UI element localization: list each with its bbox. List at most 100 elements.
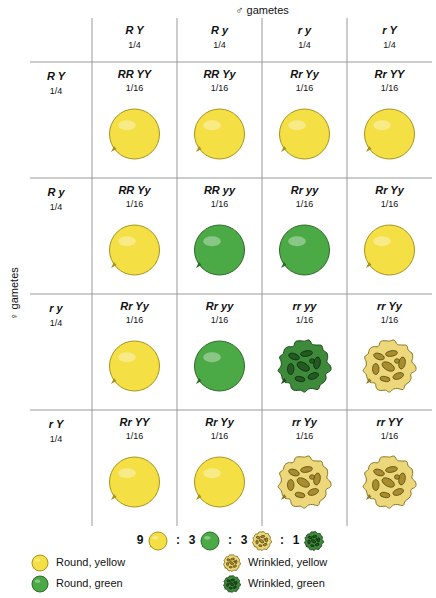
pea-wrinkle [260, 535, 265, 538]
genotype-fraction: 1/16 [381, 200, 399, 210]
genotype: Rr YY [375, 68, 405, 80]
pea-wrinkle [227, 579, 231, 582]
ratio-separator: : [228, 534, 232, 547]
pea-wrinkle [300, 466, 313, 474]
legend-swatch [222, 553, 244, 573]
pea-hilum [281, 146, 287, 152]
axis-title: ♂ gametes [235, 4, 289, 16]
pea-body [149, 532, 167, 550]
genotype-fraction: 1/16 [296, 316, 314, 326]
pea-wrinkle [229, 566, 232, 568]
pea-wrinkle [373, 364, 380, 375]
grid-line [30, 62, 432, 63]
pea-wrinkle [264, 538, 266, 540]
pea-wrinkle [227, 558, 231, 561]
pea-wrinkle [307, 487, 319, 496]
pea [363, 340, 416, 392]
pea-wrinkle [373, 480, 380, 491]
pea-wrinkle [234, 582, 236, 583]
pea-wrinkle [381, 360, 396, 373]
gamete-label: r y [298, 24, 311, 36]
pea [110, 457, 160, 507]
pea-body [278, 340, 331, 392]
pea [110, 109, 160, 159]
pea-highlight [118, 120, 136, 130]
genotype: rr Yy [377, 300, 402, 312]
grid-line [30, 410, 432, 411]
pea [224, 576, 241, 593]
genotype-fraction: 1/16 [126, 316, 144, 326]
grid-line [92, 18, 93, 526]
gamete-label: r y [49, 302, 62, 314]
pea-hilum [224, 567, 226, 569]
pea-wrinkle [234, 561, 236, 562]
pea-hilum [366, 262, 372, 268]
pea-hilum [150, 545, 152, 547]
genotype: Rr YY [120, 416, 150, 428]
pea-wrinkle [392, 371, 404, 380]
pea-wrinkle [310, 359, 315, 364]
genotype-fraction: 1/16 [211, 84, 229, 94]
pea-highlight [118, 468, 136, 478]
gamete-label: R y [211, 24, 228, 36]
pea-hilum [366, 378, 372, 384]
pea-wrinkle [256, 540, 258, 544]
pea [224, 555, 241, 572]
pea [280, 109, 330, 159]
pea-hilum [281, 494, 287, 500]
pea-wrinkle [380, 376, 391, 383]
pea-wrinkle [288, 468, 300, 477]
pea-highlight [152, 536, 158, 540]
pea-hilum [32, 588, 34, 590]
pea-wrinkle [288, 352, 300, 361]
grid-line [347, 18, 348, 526]
grid-line [262, 18, 263, 526]
ratio-separator: : [176, 534, 180, 547]
pea [305, 532, 324, 551]
pea-body [32, 555, 48, 571]
pea-wrinkle [312, 535, 317, 538]
gamete-fraction: 1/4 [50, 319, 63, 329]
gamete-fraction: 1/4 [383, 41, 396, 51]
pea-wrinkle [392, 487, 404, 496]
pea [195, 225, 245, 275]
pea [32, 576, 48, 592]
pea-wrinkle [229, 587, 232, 589]
pea-hilum [366, 146, 372, 152]
pea [110, 341, 160, 391]
gamete-fraction: 1/4 [50, 435, 63, 445]
pea-body [201, 532, 219, 550]
gamete-label: r Y [49, 418, 63, 430]
legend-label: Round, green [56, 577, 123, 589]
pea-body [305, 532, 324, 551]
pea-highlight [203, 236, 221, 246]
pea [110, 225, 160, 275]
pea-body [32, 576, 48, 592]
pea-wrinkle [310, 475, 315, 480]
genotype: Rr Yy [205, 416, 234, 428]
pea-highlight [35, 580, 41, 583]
genotype: RR Yy [118, 184, 150, 196]
pea-wrinkle [233, 565, 237, 568]
pea-body [365, 109, 415, 159]
pea-highlight [204, 536, 210, 540]
genotype: RR yy [204, 184, 235, 196]
pea-wrinkle [308, 540, 310, 544]
pea-hilum [196, 494, 202, 500]
gamete-fraction: 1/4 [50, 203, 63, 213]
pea [365, 225, 415, 275]
pea [195, 457, 245, 507]
pea-wrinkle [395, 359, 400, 364]
pea-wrinkle [233, 586, 237, 589]
genotype: RR YY [118, 68, 151, 80]
pea-hilum [281, 262, 287, 268]
ratio-separator: : [280, 534, 284, 547]
pea-wrinkle [295, 376, 306, 383]
pea-wrinkle [258, 544, 262, 546]
ratio-number: 1 [293, 534, 300, 547]
gamete-fraction: 1/4 [128, 41, 141, 51]
pea-wrinkle [381, 476, 396, 489]
pea-body [363, 456, 416, 508]
pea-wrinkle [385, 466, 398, 474]
pea-hilum [111, 378, 117, 384]
